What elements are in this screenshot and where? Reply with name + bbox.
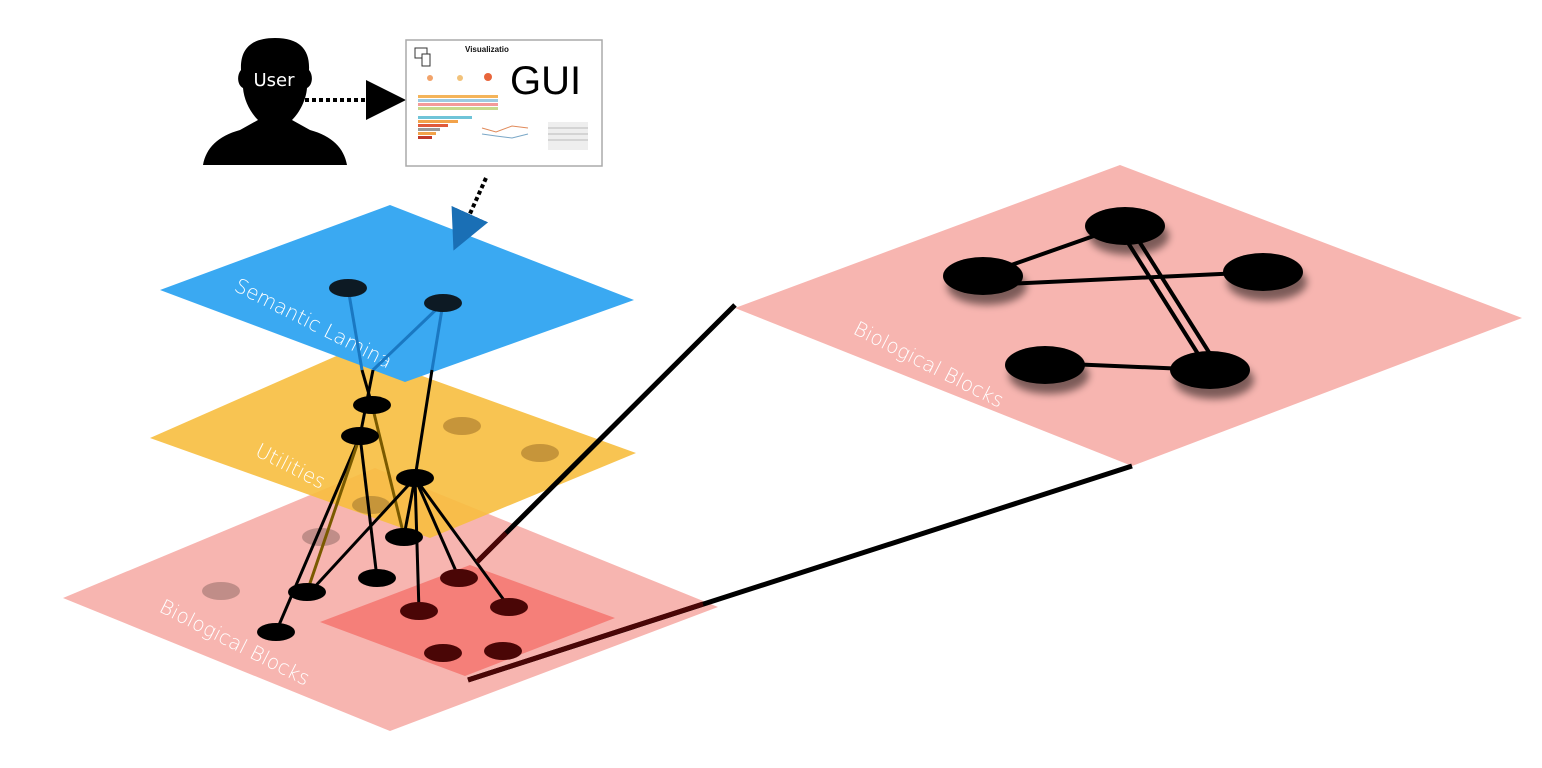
network-node bbox=[1005, 346, 1085, 384]
zoom-connectors bbox=[467, 303, 1133, 683]
edge bbox=[1130, 228, 1219, 367]
gui-screenshot: Visualizatio GUI bbox=[405, 39, 603, 167]
zoomed-biological-plane: Biological Blocks bbox=[735, 165, 1522, 466]
biological-node bbox=[385, 528, 423, 546]
gui-label: GUI bbox=[510, 59, 581, 103]
highlight-node bbox=[424, 644, 462, 662]
biological-node bbox=[358, 569, 396, 587]
thumb-dot bbox=[484, 73, 492, 81]
utility-node bbox=[353, 396, 391, 414]
edge bbox=[413, 477, 511, 608]
device-icon bbox=[414, 47, 428, 59]
semantic-plane: Semantic Lamina bbox=[160, 205, 634, 382]
biological-node bbox=[257, 623, 295, 641]
faded-node bbox=[443, 417, 481, 435]
edge bbox=[371, 301, 445, 372]
edge bbox=[308, 476, 417, 594]
gui-to-semantic-arrow bbox=[451, 177, 489, 251]
biological-node bbox=[288, 583, 326, 601]
semantic-plane-surface bbox=[160, 205, 634, 382]
faded-node bbox=[202, 582, 240, 600]
thumb-grid bbox=[418, 95, 498, 110]
edge bbox=[430, 302, 445, 371]
edge bbox=[358, 435, 379, 579]
edge bbox=[370, 404, 406, 537]
faded-node bbox=[352, 496, 390, 514]
thumb-bars bbox=[418, 116, 472, 139]
faded-node bbox=[302, 528, 340, 546]
zoom-connector-bottom-overlap bbox=[467, 601, 704, 683]
thumb-table bbox=[548, 122, 588, 150]
user-label: User bbox=[253, 70, 295, 91]
network-node bbox=[1085, 207, 1165, 245]
network-node bbox=[1170, 351, 1250, 389]
zoom-connector-top-overlap bbox=[475, 531, 508, 564]
gui-thumbnail-title: Visualizatio bbox=[465, 45, 509, 54]
thumb-lines bbox=[481, 125, 529, 139]
faded-node bbox=[521, 444, 559, 462]
semantic-node bbox=[424, 294, 462, 312]
thumb-dot bbox=[427, 75, 433, 81]
network-node bbox=[1223, 253, 1303, 291]
zoomed-plane-surface bbox=[735, 165, 1522, 466]
edge bbox=[982, 270, 1264, 287]
utilities-plane-surface bbox=[150, 350, 636, 538]
utilities-plane: Utilities bbox=[150, 350, 636, 538]
edge bbox=[1118, 228, 1207, 367]
highlight-node bbox=[484, 642, 522, 660]
user-silhouette-icon bbox=[203, 38, 347, 165]
edge bbox=[346, 287, 364, 371]
layer-nodes bbox=[257, 279, 528, 662]
edge bbox=[413, 477, 461, 579]
mobile-icon bbox=[421, 53, 431, 67]
utility-node bbox=[341, 427, 379, 445]
zoomed-network-nodes bbox=[943, 207, 1303, 389]
utility-node bbox=[396, 469, 434, 487]
zoom-connector-top bbox=[475, 303, 737, 564]
edge bbox=[413, 369, 434, 479]
edge bbox=[274, 435, 362, 633]
highlight-node bbox=[490, 598, 528, 616]
network-node bbox=[943, 257, 1023, 295]
semantic-node bbox=[329, 279, 367, 297]
highlight-node bbox=[440, 569, 478, 587]
edge bbox=[413, 477, 421, 612]
user-avatar: User bbox=[203, 38, 347, 165]
thumb-dot bbox=[457, 75, 463, 81]
highlight-node bbox=[400, 602, 438, 620]
edge bbox=[305, 435, 362, 593]
edge bbox=[402, 477, 417, 537]
highlight-region bbox=[320, 565, 615, 676]
